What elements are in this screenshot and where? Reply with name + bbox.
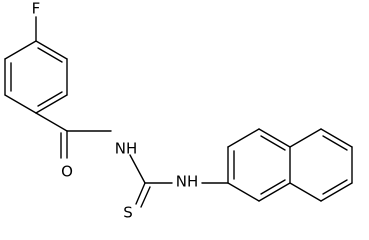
- bond-m4-inner: [322, 135, 348, 151]
- bond-thiocarbonyl-s-1: [135, 182, 146, 205]
- bond-c4-c5: [35, 94, 68, 114]
- thioamide-nh-label: NH: [176, 173, 199, 191]
- bond-m2: [320, 182, 353, 202]
- amide-nh-label: NH: [115, 140, 138, 158]
- bond-nh-thiocarbonyl: [129, 154, 146, 184]
- sulfur-atom-label: S: [123, 204, 133, 222]
- bond-n4: [258, 128, 291, 148]
- naphthalene-ring-left: [227, 128, 291, 202]
- bond-n2-inner: [260, 179, 286, 195]
- bond-m4: [320, 128, 353, 148]
- naphthalene-ring-right: [289, 128, 353, 202]
- bond-m2-inner: [322, 179, 348, 195]
- oxygen-atom-label: O: [61, 163, 73, 181]
- bond-m5: [289, 128, 322, 148]
- molecule-drawing: F O NH S NH: [4, 0, 353, 222]
- bond-c1-c6: [35, 40, 68, 60]
- bond-c1-c2: [4, 40, 37, 60]
- fluorine-atom-label: F: [32, 0, 41, 18]
- bond-c4-c5-inner: [37, 91, 63, 107]
- bond-n2: [258, 182, 291, 202]
- bond-n1: [227, 182, 260, 202]
- bond-c1-c6-inner: [37, 47, 63, 63]
- bond-c3-c4: [4, 94, 37, 114]
- structure-diagram: F O NH S NH: [4, 0, 353, 222]
- bond-ring-carbonyl: [35, 112, 68, 132]
- fluorophenyl-ring: [4, 40, 68, 114]
- bond-thiocarbonyl-s-2: [140, 186, 151, 208]
- bond-n4-inner: [260, 135, 286, 151]
- bond-m1: [289, 182, 322, 202]
- bond-n5: [227, 128, 260, 148]
